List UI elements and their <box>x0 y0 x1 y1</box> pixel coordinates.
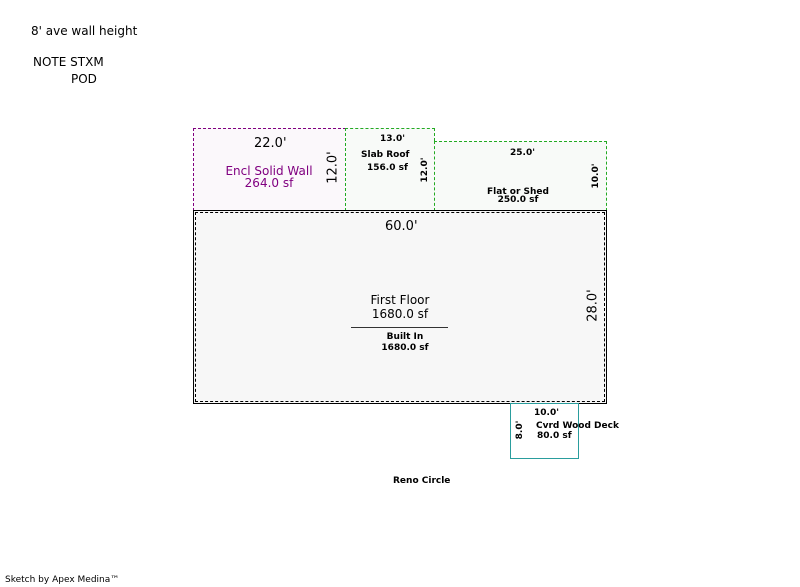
first-floor-area <box>193 210 607 404</box>
encl-solid-wall-name: Encl Solid Wall <box>225 164 313 178</box>
slab-roof-name: Slab Roof <box>361 150 410 160</box>
cvrd-wood-deck-height-dim: 8.0' <box>515 420 525 440</box>
cvrd-wood-deck-area <box>510 403 579 459</box>
cvrd-wood-deck-name: Cvrd Wood Deck <box>536 421 619 431</box>
street-label: Reno Circle <box>393 476 451 486</box>
flat-or-shed-name: Flat or Shed <box>487 187 549 197</box>
slab-roof-area-value: 156.0 sf <box>367 163 408 173</box>
slab-roof-height-dim: 12.0' <box>420 157 430 183</box>
flat-or-shed-height-dim: 10.0' <box>591 163 601 189</box>
flat-or-shed-width-dim: 25.0' <box>510 148 535 158</box>
wall-height-note: 8' ave wall height <box>31 24 138 38</box>
first-floor-area-value: 1680.0 sf <box>371 307 429 321</box>
flat-or-shed-area <box>434 141 607 211</box>
slab-roof-area <box>345 128 435 211</box>
first-floor-width-dim: 60.0' <box>385 219 418 234</box>
encl-solid-wall-area-value: 264.0 sf <box>244 176 294 190</box>
note-line-1: NOTE STXM <box>33 55 104 69</box>
first-floor-name: First Floor <box>370 293 430 307</box>
sketch-credit: Sketch by Apex Medina™ <box>5 575 120 585</box>
built-in-area-value: 1680.0 sf <box>381 343 429 353</box>
encl-solid-wall-width-dim: 22.0' <box>254 136 287 151</box>
cvrd-wood-deck-width-dim: 10.0' <box>534 408 559 418</box>
encl-solid-wall-area <box>193 128 346 211</box>
note-line-2: POD <box>71 72 97 86</box>
encl-solid-wall-height-dim: 12.0' <box>325 151 341 184</box>
first-floor-height-dim: 28.0' <box>585 289 601 322</box>
first-floor-divider <box>351 327 448 328</box>
slab-roof-width-dim: 13.0' <box>380 134 405 144</box>
built-in-name: Built In <box>386 332 424 342</box>
flat-or-shed-area-value: 250.0 sf <box>497 195 539 205</box>
cvrd-wood-deck-area-value: 80.0 sf <box>537 431 572 441</box>
